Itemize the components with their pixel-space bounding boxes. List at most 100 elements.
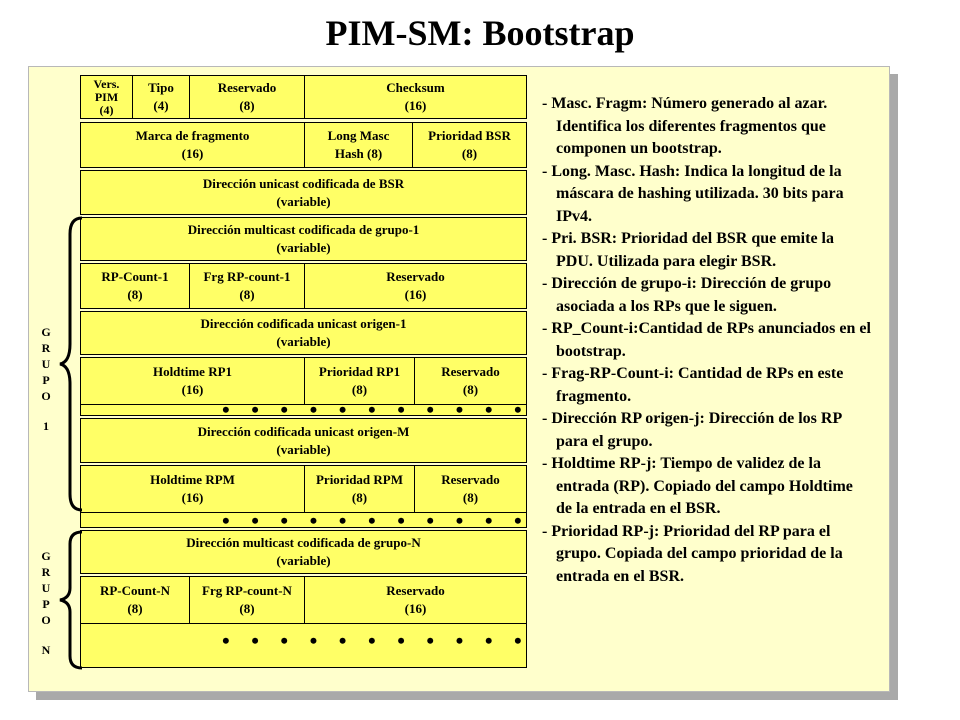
field-size: Hash (8) [334, 146, 383, 161]
grupo-letter: O [41, 613, 51, 627]
field-size: (8) [127, 287, 143, 302]
field-size: (4) [99, 102, 114, 117]
field-label: Checksum [386, 80, 445, 95]
field-groupN-address: Dirección multicast codificada de grupo-… [80, 530, 527, 574]
grupo-letter: P [42, 373, 50, 387]
field-label: Prioridad RP1 [318, 364, 401, 379]
grupo-letter: O [41, 389, 51, 403]
field-size: (variable) [276, 441, 331, 457]
field-frg-rp-count-n: Frg RP-count-N (8) [189, 576, 305, 624]
field-size: (variable) [276, 553, 331, 568]
description-item: - Pri. BSR: Prioridad del BSR que emite … [542, 230, 834, 270]
ellipsis-dots: • • • • • • • • • • • [222, 508, 530, 533]
field-marca-fragmento: Marca de fragmento (16) [80, 122, 305, 168]
field-continuation [80, 404, 527, 416]
field-size: (16) [404, 601, 427, 616]
grupo-letter: U [41, 581, 51, 595]
grupo-letter [36, 628, 56, 642]
field-size: (variable) [276, 193, 331, 209]
description-item: - Dirección de grupo-i: Dirección de gru… [542, 275, 832, 315]
grupo-letter: N [41, 643, 51, 657]
field-bsr-address: Dirección unicast codificada de BSR (var… [80, 170, 527, 215]
field-size: (16) [404, 287, 427, 302]
grupo-letter: R [41, 341, 51, 355]
field-label: Holdtime RPM [150, 472, 235, 487]
field-label: Prioridad RPM [315, 472, 403, 487]
field-continuation [80, 623, 527, 668]
field-size: (8) [239, 601, 255, 616]
description-item: - Long. Masc. Hash: Indica la longitud d… [542, 162, 844, 225]
field-size: (16) [181, 382, 204, 397]
description-item: - RP_Count-i:Cantidad de RPs anunciados … [542, 320, 871, 360]
field-checksum: Checksum (16) [304, 75, 527, 119]
field-label: Reservado [386, 269, 445, 284]
field-size: (8) [461, 146, 478, 161]
grupo-letter: P [42, 597, 50, 611]
grupo-letter: 1 [43, 419, 49, 433]
field-label: Long Masc [327, 128, 390, 143]
field-holdtime-rpm: Holdtime RPM (16) [80, 465, 305, 513]
field-label: Reservado [441, 472, 500, 487]
field-label: RP-Count-1 [101, 269, 169, 284]
field-group1-address: Dirección multicast codificada de grupo-… [80, 217, 527, 261]
description-item: - Holdtime RP-j: Tiempo de validez de la… [542, 455, 853, 517]
field-size: (variable) [276, 240, 331, 255]
field-size: (8) [351, 490, 368, 505]
grupo-letter: U [41, 357, 51, 371]
field-label: Dirección codificada unicast origen-M [197, 423, 410, 439]
field-size: (4) [153, 98, 169, 113]
field-size: (8) [239, 98, 255, 113]
field-label: Tipo [148, 80, 174, 95]
ellipsis-dots: • • • • • • • • • • • [222, 628, 530, 653]
field-label: Reservado [441, 364, 500, 379]
ellipsis-dots: • • • • • • • • • • • [222, 397, 530, 422]
field-reservado: Reservado (8) [189, 75, 305, 119]
field-label: Prioridad BSR [428, 128, 511, 143]
field-label: Frg RP-count-N [202, 583, 292, 598]
field-size: (8) [462, 382, 479, 397]
field-origen-1: Dirección codificada unicast origen-1 (v… [80, 311, 527, 355]
grupo-n-label: G R U P O N [36, 548, 56, 658]
field-size: (16) [404, 98, 427, 113]
description-item: - Frag-RP-Count-i: Cantidad de RPs en es… [542, 365, 844, 405]
field-tipo: Tipo (4) [132, 75, 190, 119]
description-item: - Masc. Fragm: Número generado al azar. … [542, 95, 828, 157]
field-label: PIM [94, 89, 119, 104]
field-size: (8) [462, 490, 479, 505]
field-label: Reservado [217, 80, 277, 95]
field-label: Vers. [93, 76, 120, 91]
field-frg-rp-count-1: Frg RP-count-1 (8) [189, 263, 305, 309]
field-long-masc-hash: Long Masc Hash (8) [304, 122, 413, 168]
field-label: Dirección multicast codificada de grupo-… [186, 535, 421, 550]
field-label: Dirección unicast codificada de BSR [202, 175, 405, 191]
field-prioridad-bsr: Prioridad BSR (8) [412, 122, 527, 168]
grupo-letter: R [41, 565, 51, 579]
field-reservado-16: Reservado (16) [304, 263, 527, 309]
grupo-1-label: G R U P O 1 [36, 324, 56, 434]
field-continuation [80, 512, 527, 528]
field-prioridad-rpm: Prioridad RPM (8) [304, 465, 415, 513]
field-size: (8) [127, 601, 143, 616]
field-label: Dirección codificada unicast origen-1 [200, 316, 407, 331]
field-size: (16) [181, 146, 204, 161]
field-label: Holdtime RP1 [152, 364, 233, 379]
field-label: RP-Count-N [99, 583, 171, 598]
field-vers-pim: Vers. PIM (4) [80, 75, 133, 119]
field-rp-count-1: RP-Count-1 (8) [80, 263, 190, 309]
page-title: PIM-SM: Bootstrap [325, 13, 635, 53]
field-reservado-8: Reservado (8) [414, 357, 527, 405]
description-item: - Dirección RP origen-j: Dirección de lo… [542, 410, 842, 450]
description-item: - Prioridad RP-j: Prioridad del RP para … [542, 522, 843, 585]
field-size: (8) [351, 382, 368, 397]
field-label: Marca de fragmento [135, 128, 250, 143]
field-size: (8) [239, 287, 255, 302]
grupo-1-brace-icon [59, 216, 83, 512]
field-size: (variable) [276, 334, 331, 349]
field-rp-count-n: RP-Count-N (8) [80, 576, 190, 624]
field-label: Dirección multicast codificada de grupo-… [187, 222, 420, 237]
field-size: (16) [181, 490, 204, 505]
field-reservado-8: Reservado (8) [414, 465, 527, 513]
grupo-letter [36, 404, 56, 418]
field-origen-m: Dirección codificada unicast origen-M (v… [80, 418, 527, 463]
field-prioridad-rp1: Prioridad RP1 (8) [304, 357, 415, 405]
